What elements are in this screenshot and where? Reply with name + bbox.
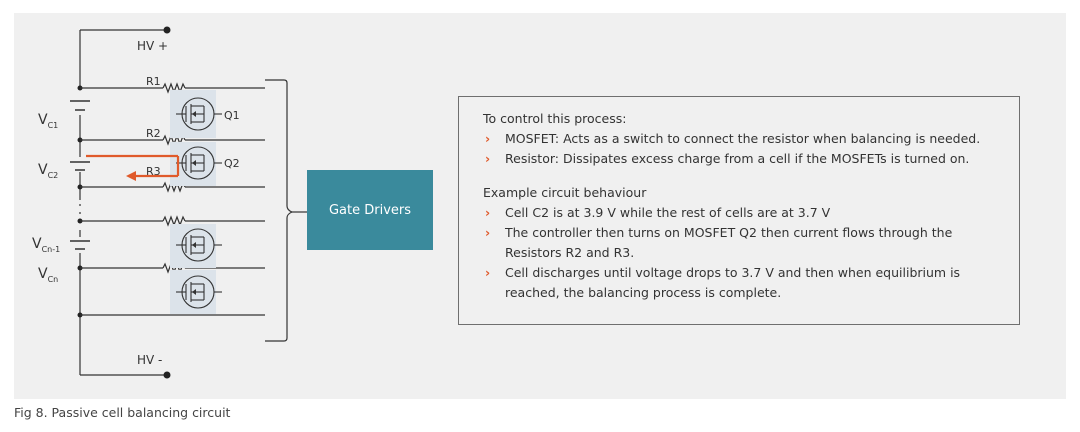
mosfet-q1 [170,90,222,138]
section-title: To control this process: [483,111,627,126]
chevron-right-icon: › [485,265,491,280]
control-list: ›MOSFET: Acts as a switch to connect the… [483,129,1001,169]
info-box: To control this process: ›MOSFET: Acts a… [458,96,1020,325]
cell-voltage-label: VC2 [38,162,58,180]
behaviour-list: ›Cell C2 is at 3.9 V while the rest of c… [483,203,1001,303]
hv-plus-terminal [163,26,171,34]
chevron-right-icon: › [485,225,491,240]
chevron-right-icon: › [485,131,491,146]
list-item: ›The controller then turns on MOSFET Q2 … [485,225,953,260]
list-item: ›MOSFET: Acts as a switch to connect the… [483,129,1001,149]
cell-voltage-label: VCn-1 [32,236,60,254]
gate-driver-bracket [265,79,294,342]
chevron-right-icon: › [485,205,491,220]
current-arrow-icon [126,171,136,181]
cell-voltage-label: VC1 [38,112,58,130]
figure-caption: Fig 8. Passive cell balancing circuit [14,405,231,420]
transistor-label-q2: Q2 [224,157,240,170]
section-title: Example circuit behaviour [483,185,647,200]
hv-plus-label: HV + [137,39,168,53]
hv-minus-terminal [163,371,171,379]
cell-voltage-label: VCn [38,266,58,284]
gate-drivers-label: Gate Drivers [328,202,412,218]
list-item: ›Resistor: Dissipates excess charge from… [483,149,1001,169]
resistor-label-r3: R3 [146,165,161,178]
transistor-label-q1: Q1 [224,109,240,122]
balancing-circuit-diagram: HV + VC1 VC2 VCn-1 VCn R1 R2 R3 [32,26,307,379]
resistor-label-r1: R1 [146,75,161,88]
chevron-right-icon: › [485,151,491,166]
figure-panel [14,13,1066,399]
list-item: ›Cell discharges until voltage drops to … [485,265,961,300]
list-item: ›Cell C2 is at 3.9 V while the rest of c… [483,203,1001,223]
hv-minus-label: HV - [137,353,162,367]
gate-drivers-block: Gate Drivers [307,170,433,250]
mosfet-qn1 [170,224,222,268]
mosfet-qn [170,270,222,314]
resistor [162,215,186,227]
resistor-label-r2: R2 [146,127,161,140]
mosfet-q2 [170,142,222,186]
